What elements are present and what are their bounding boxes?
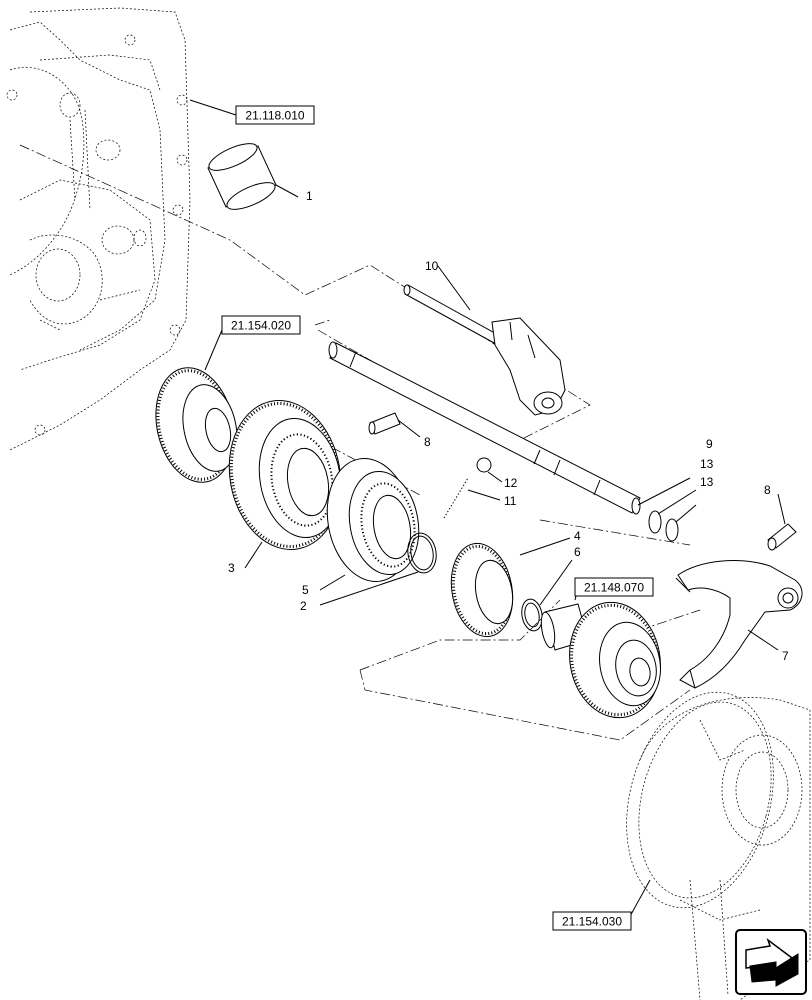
callout-6: 6	[574, 545, 581, 559]
part-13-snap-rings	[648, 489, 697, 542]
part-11-spring	[443, 477, 501, 519]
ref-box-21-148-070[interactable]: 21.148.070	[574, 577, 654, 597]
part-12-ball	[476, 457, 503, 483]
callout-5: 5	[302, 583, 309, 597]
ref-text-21-154-030: 21.154.030	[562, 915, 622, 929]
part-8-pin-right	[767, 493, 797, 551]
ref-box-21-118-010[interactable]: 21.118.010	[189, 99, 315, 125]
callout-7: 7	[782, 649, 789, 663]
part-4-coupling	[450, 537, 571, 638]
callout-13-upper: 13	[700, 457, 714, 471]
part-2-snap-ring	[319, 532, 437, 606]
callout-12: 12	[504, 476, 518, 490]
callout-1: 1	[306, 189, 313, 203]
callout-8-right: 8	[764, 483, 771, 497]
part-1-bushing	[207, 143, 299, 210]
callout-numbers: 1 10 8 9 13 13 12 11 8 3 4 6 5 2 7	[228, 189, 789, 663]
part-7-shift-fork	[675, 560, 803, 689]
callout-10: 10	[425, 259, 439, 273]
gear-ref-21-148-070	[540, 587, 661, 719]
next-page-arrow-icon[interactable]	[735, 929, 807, 995]
part-3-gear	[228, 400, 342, 569]
ref-text-21-118-010: 21.118.010	[245, 109, 304, 123]
gear-ref-21-154-020	[155, 329, 238, 483]
callout-8-upper: 8	[424, 435, 431, 449]
part-6-snap-ring	[521, 559, 573, 632]
housing-ref-21-154-030	[626, 691, 811, 1000]
callout-11: 11	[504, 494, 517, 508]
ref-box-21-154-020[interactable]: 21.154.020	[221, 315, 301, 335]
callout-3: 3	[228, 561, 235, 575]
part-10-shift-rod	[403, 265, 566, 416]
ref-text-21-148-070: 21.148.070	[584, 581, 644, 595]
callout-9: 9	[706, 437, 713, 451]
part-9-shaft	[328, 341, 691, 515]
callout-2: 2	[300, 599, 307, 613]
part-8-pin-upper	[368, 412, 421, 438]
ref-box-21-154-030[interactable]: 21.154.030	[552, 911, 632, 931]
callout-13-lower: 13	[700, 475, 714, 489]
transmission-housing	[6, 7, 191, 451]
ref-text-21-154-020: 21.154.020	[231, 319, 291, 333]
part-5-synchronizer	[319, 458, 420, 591]
callout-4: 4	[574, 529, 581, 543]
